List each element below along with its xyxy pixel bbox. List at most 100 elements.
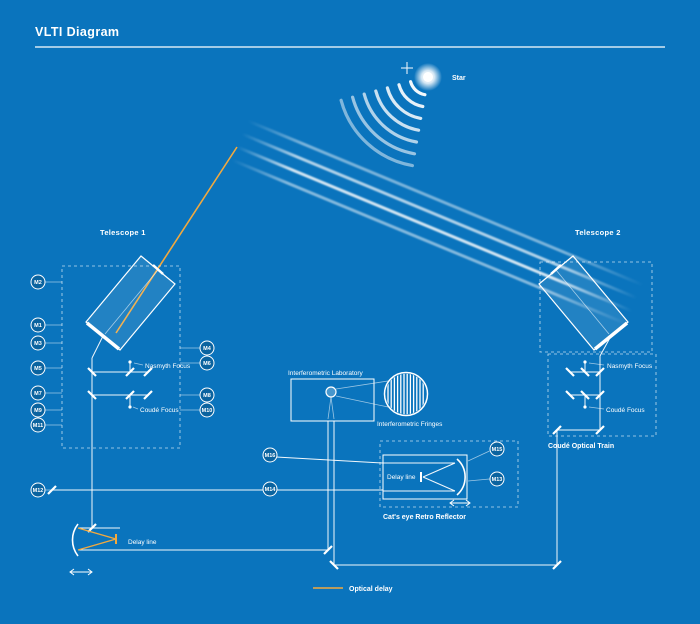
t1-mirror-badges-right: M4 M6 M8 M10	[180, 340, 215, 418]
combining-ray	[330, 396, 335, 420]
fold-mirror	[565, 367, 575, 377]
wavefront-line	[246, 119, 645, 287]
mirror-badge-m13: M13	[467, 471, 505, 487]
inset-dashed-box	[379, 440, 519, 508]
label-pointer	[132, 406, 139, 410]
tube-axis-ray	[104, 269, 159, 335]
svg-text:M13: M13	[492, 477, 503, 483]
mirror-badge: M8	[180, 387, 215, 403]
travel-arrow-icon	[69, 568, 93, 576]
svg-text:M15: M15	[492, 447, 503, 453]
svg-text:M10: M10	[202, 408, 213, 414]
tube-axis-ray	[555, 269, 610, 335]
mirror-badge: M10	[180, 402, 215, 418]
svg-text:M4: M4	[203, 346, 212, 352]
mirror-badge: M1	[30, 317, 62, 333]
sparkle-icon	[401, 62, 413, 74]
travel-arrow-icon	[449, 499, 471, 507]
coude-optical-train-label: Coudé Optical Train	[548, 443, 614, 450]
mirror-badge: M9	[30, 402, 62, 418]
mirror-badge-m16: M16	[262, 447, 278, 463]
wavefront-arc	[409, 80, 427, 97]
wavefront-line	[240, 132, 639, 300]
wavefront-arc	[339, 98, 414, 168]
delay-line-box	[382, 454, 468, 500]
legend: Optical delay	[313, 586, 393, 593]
nasmyth-focus-point	[583, 360, 587, 364]
mirror-badge: M5	[30, 360, 62, 376]
secondary-mirror	[550, 264, 562, 275]
bottom-delay-line-label: Delay line	[128, 539, 157, 546]
svg-text:M7: M7	[34, 391, 42, 397]
page-title: VLTI Diagram	[35, 25, 119, 39]
beam-segment	[91, 335, 104, 359]
beam-segment	[275, 456, 384, 464]
svg-text:M12: M12	[33, 488, 44, 494]
bottom-delay-line: Delay line	[69, 523, 157, 576]
t2-coude-label: Coudé Focus	[606, 407, 645, 414]
coude-focus-point	[128, 405, 132, 409]
delay-ray	[77, 527, 117, 540]
cats-eye-primary-mirror	[71, 523, 79, 557]
combining-ray	[327, 396, 332, 420]
wavefront-arc	[374, 89, 421, 132]
mirror-badge-m12: M12	[30, 482, 52, 498]
mirror-badge: M3	[30, 335, 62, 351]
callout-line	[335, 395, 389, 408]
mirror-badge: M6	[180, 355, 215, 371]
fold-mirror	[565, 390, 575, 400]
fold-mirror	[143, 390, 153, 400]
fringes-label: Interferometric Fringes	[377, 421, 443, 428]
delay-line-box-label: Delay line	[387, 474, 416, 481]
mirror-badge-m14: M14	[262, 481, 278, 497]
mirror-badge: M2	[30, 274, 62, 290]
delay-ray	[77, 538, 117, 551]
svg-text:M6: M6	[203, 361, 211, 367]
telescope-2-title: Telescope 2	[575, 228, 621, 237]
delay-line-inset: Delay line M15 M13 Cat's eye Retro Refle…	[379, 440, 519, 521]
wavefront-line	[235, 145, 634, 313]
nasmyth-focus-point	[128, 360, 132, 364]
plane-wavefronts	[230, 119, 645, 326]
star-group: Star	[401, 62, 466, 91]
optical-delay-ray	[115, 146, 238, 334]
fold-mirror	[125, 390, 135, 400]
fold-mirror	[552, 560, 562, 570]
star-core	[423, 72, 433, 82]
beam-segment	[422, 462, 456, 478]
fold-mirror	[323, 545, 333, 555]
fold-mirror	[143, 367, 153, 377]
fold-mirror	[87, 367, 97, 377]
svg-text:M11: M11	[33, 423, 43, 429]
fold-mirror	[552, 425, 562, 435]
fold-mirror	[595, 390, 605, 400]
svg-text:M14: M14	[265, 487, 277, 493]
wavefront-arc	[397, 83, 425, 109]
secondary-mirror	[152, 264, 164, 275]
telescope-1-title: Telescope 1	[100, 228, 146, 237]
label-pointer	[588, 406, 605, 410]
fold-mirror	[580, 367, 590, 377]
svg-text:M8: M8	[203, 393, 211, 399]
fold-mirror	[595, 367, 605, 377]
svg-text:M16: M16	[265, 453, 276, 459]
t1-coude-label: Coudé Focus	[140, 407, 179, 414]
wavefront-arcs	[339, 80, 427, 168]
label-pointer	[588, 362, 605, 366]
telescope-2: Telescope 2 Nasmyth Focus Coudé Focus Co…	[538, 228, 657, 450]
telescope-1: Telescope 1 Nasmyth Focus Coudé Focus M2…	[30, 228, 215, 528]
svg-text:M2: M2	[34, 280, 42, 286]
t2-nasmyth-label: Nasmyth Focus	[607, 363, 653, 370]
mirror-badge-m15: M15	[467, 441, 505, 462]
svg-text:M3: M3	[34, 341, 42, 347]
mirror-badge: M4	[180, 340, 215, 356]
t1-mirror-badges-left: M2 M1 M3 M5 M7 M9 M11	[30, 274, 62, 433]
interferometric-lab: Interferometric Laboratory Interferometr…	[288, 370, 443, 428]
cats-eye-primary-mirror	[456, 458, 466, 496]
wavefront-arc	[362, 92, 419, 144]
wavefront-line	[230, 158, 629, 326]
coude-focus-point	[583, 405, 587, 409]
fold-mirror	[125, 367, 135, 377]
callout-line	[335, 380, 389, 390]
